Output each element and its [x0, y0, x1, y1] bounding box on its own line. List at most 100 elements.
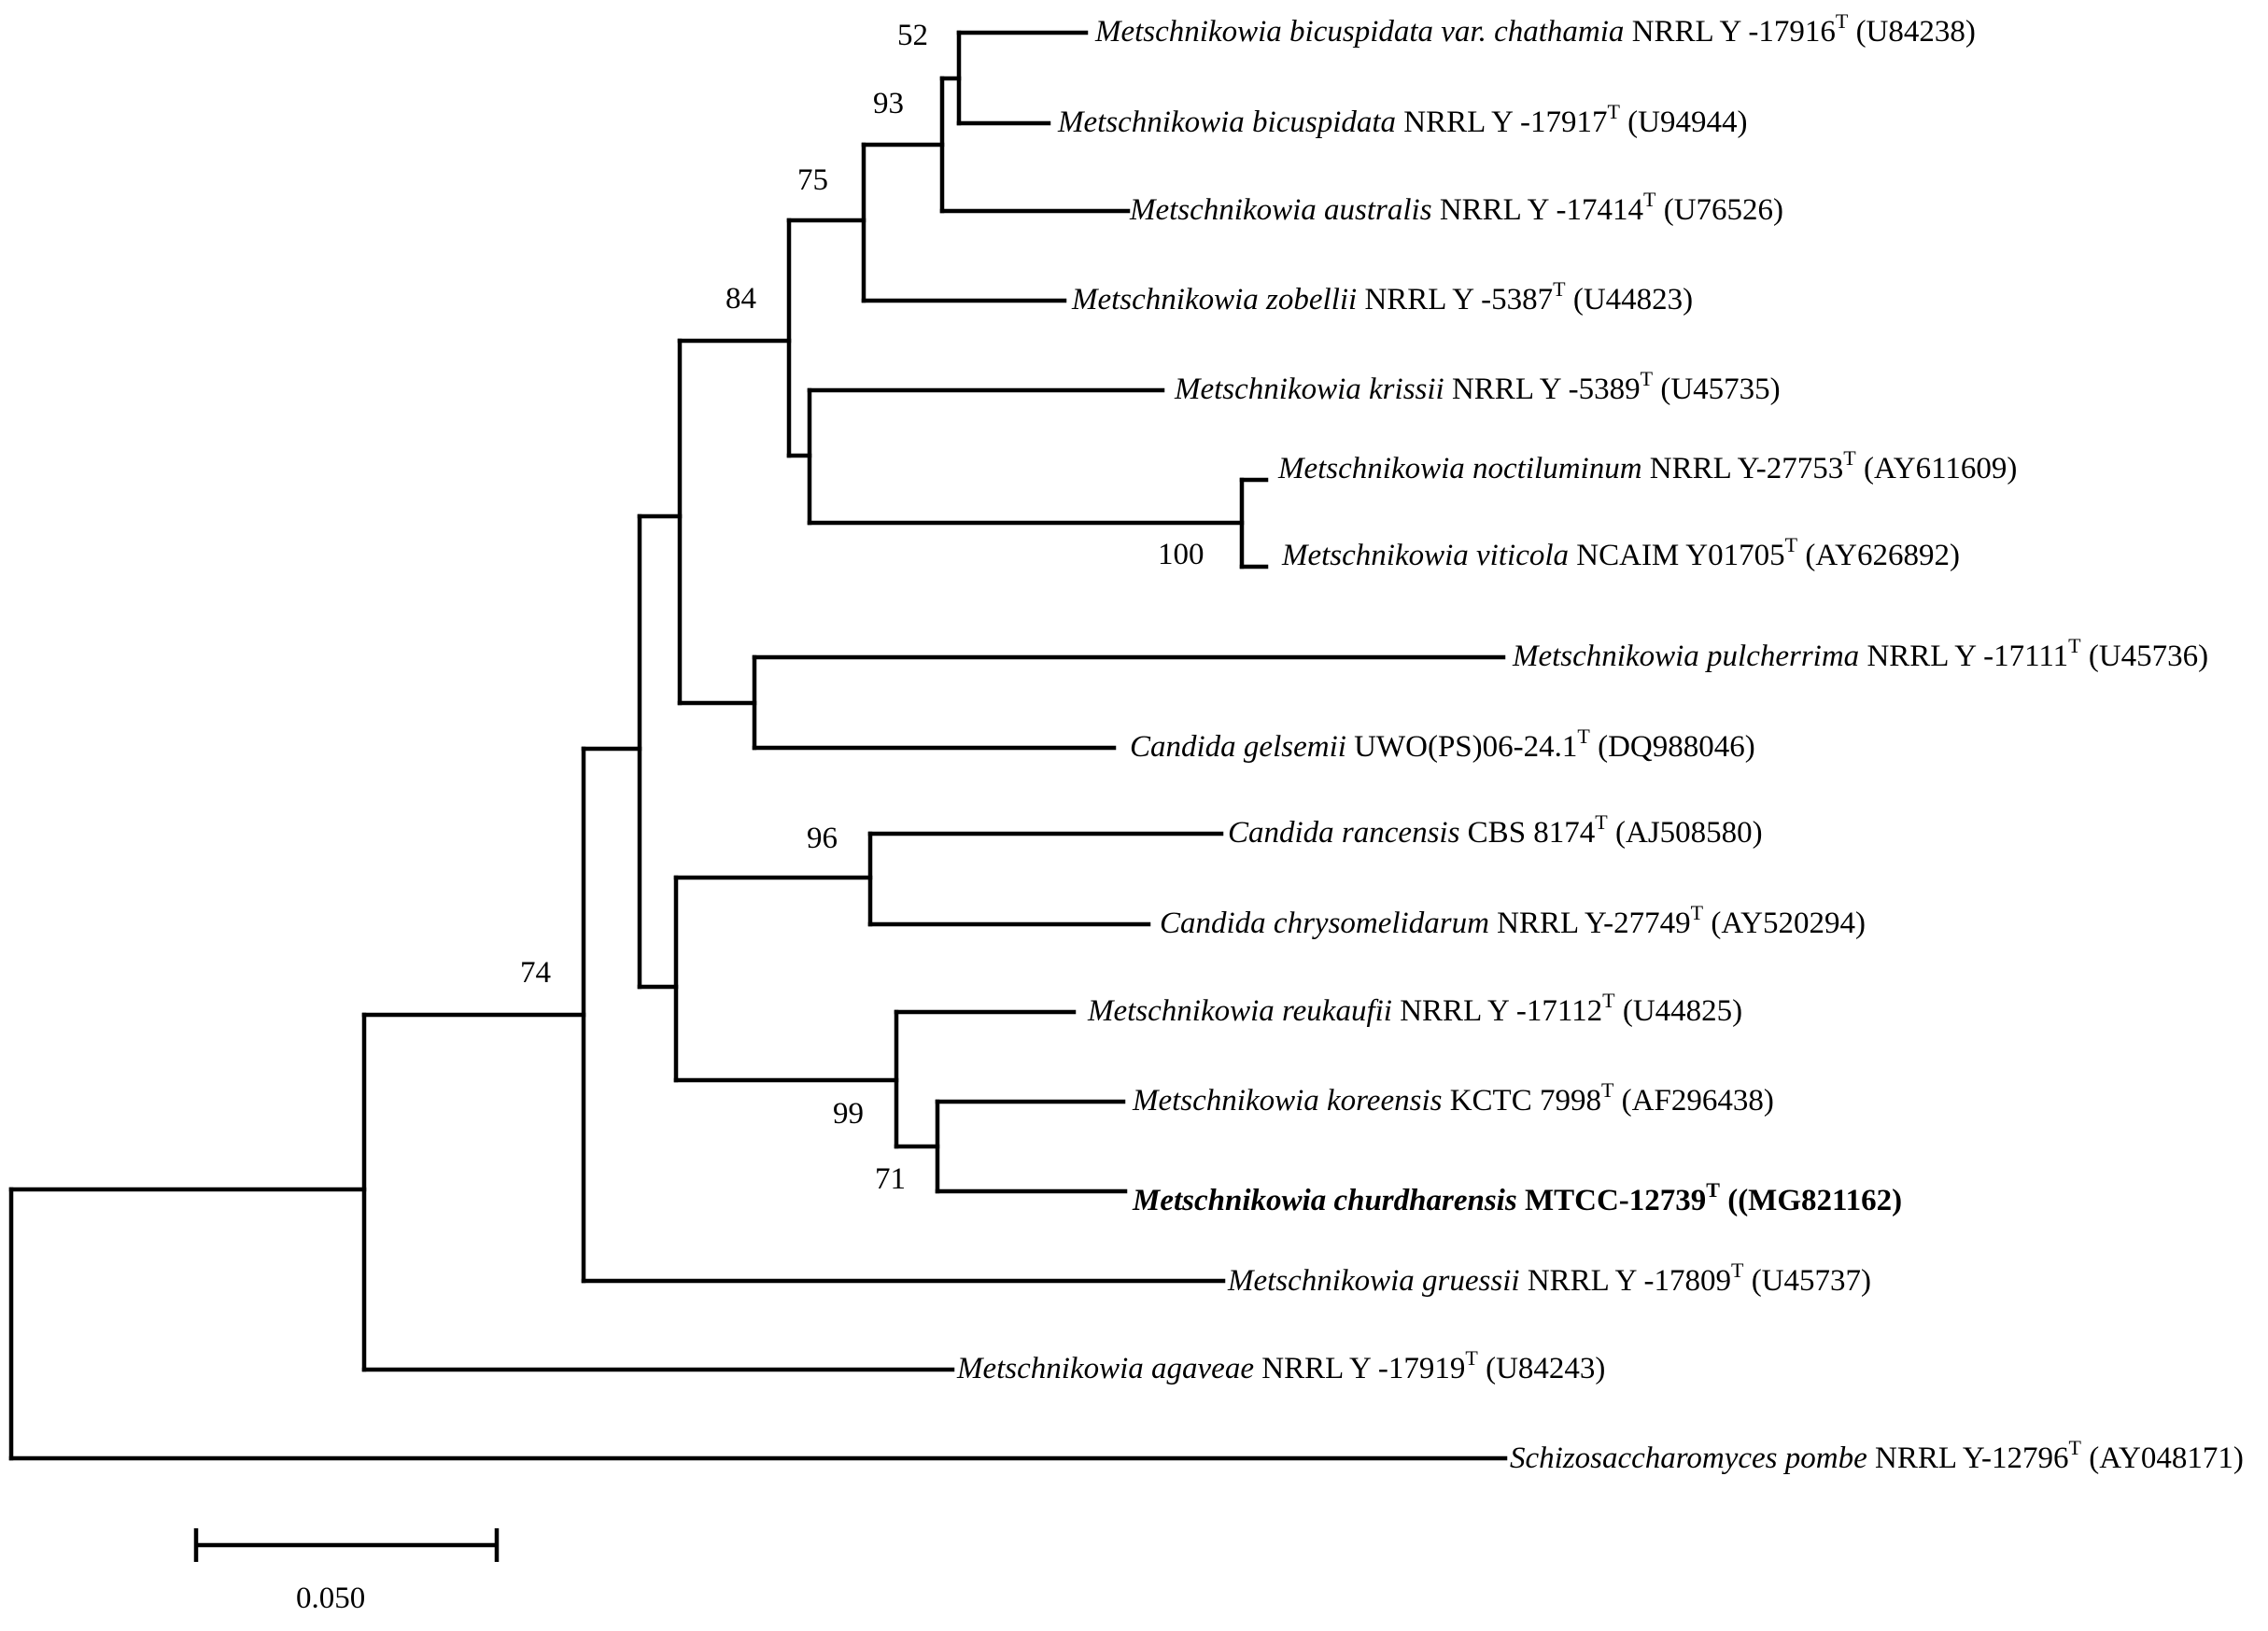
taxon-accession: (U94944) [1620, 105, 1748, 139]
taxon-label-t16: Metschnikowia agaveae NRRL Y -17919T (U8… [956, 1346, 1605, 1385]
taxon-strain: NRRL Y -17111 [1867, 640, 2068, 673]
taxon-label-t14: Metschnikowia churdharensis MTCC-12739T … [1132, 1178, 1902, 1217]
taxon-accession: (U84243) [1478, 1352, 1606, 1385]
scale-bar-label: 0.050 [296, 1582, 365, 1615]
taxon-species-name: Metschnikowia australis [1129, 193, 1440, 227]
taxon-strain: CBS 8174 [1468, 816, 1596, 850]
scale-bar-line [193, 1528, 500, 1562]
taxon-strain: NRRL Y-12796 [1875, 1441, 2068, 1475]
taxon-label-t11: Candida chrysomelidarum NRRL Y-27749T (A… [1160, 901, 1866, 940]
taxon-strain: NRRL Y -17809 [1528, 1264, 1731, 1298]
type-strain-mark: T [2068, 634, 2081, 657]
type-strain-mark: T [1836, 9, 1849, 33]
taxon-species-name: Metschnikowia noctiluminum [1277, 452, 1650, 485]
taxon-accession: (U76526) [1655, 193, 1783, 227]
taxon-species-name: Metschnikowia churdharensis [1132, 1184, 1525, 1217]
taxon-species-name: Candida rancensis [1228, 816, 1468, 850]
taxon-label-t9: Candida gelsemii UWO(PS)06-24.1T (DQ9880… [1130, 724, 1755, 764]
type-strain-mark: T [1595, 810, 1608, 834]
tree-branches [8, 30, 1508, 1461]
taxon-accession: ((MG821162) [1720, 1184, 1902, 1217]
taxon-accession: (U44825) [1615, 994, 1743, 1028]
bootstrap-labels: 52 93 75 84 100 96 99 71 74 [520, 19, 1204, 1196]
type-strain-mark: T [1465, 1346, 1478, 1370]
taxon-accession: (AY520294) [1703, 907, 1866, 940]
type-strain-mark: T [1602, 989, 1615, 1012]
taxon-label-t4: Metschnikowia zobellii NRRL Y -5387T (U4… [1071, 277, 1693, 316]
taxon-species-name: Metschnikowia bicuspidata [1057, 105, 1403, 139]
taxon-label-t7: Metschnikowia viticola NCAIM Y01705T (AY… [1281, 533, 1960, 572]
taxon-accession: (AY048171) [2081, 1441, 2244, 1475]
taxon-strain: NCAIM Y01705 [1576, 539, 1784, 572]
taxon-strain: NRRL Y-27753 [1650, 452, 1843, 485]
taxon-species-name: Metschnikowia koreensis [1132, 1084, 1450, 1118]
taxon-strain: NRRL Y -17916 [1632, 15, 1836, 49]
taxon-strain: NRRL Y-27749 [1497, 907, 1690, 940]
taxon-species-name: Metschnikowia zobellii [1071, 283, 1364, 316]
taxon-strain: KCTC 7998 [1450, 1084, 1601, 1118]
bootstrap-label: 71 [875, 1162, 906, 1196]
taxon-species-name: Metschnikowia bicuspidata var. chathamia [1094, 15, 1632, 49]
taxon-species-name: Metschnikowia krissii [1174, 373, 1452, 406]
taxon-label-t17: Schizosaccharomyces pombe NRRL Y-12796T … [1510, 1436, 2244, 1475]
taxon-label-t15: Metschnikowia gruessii NRRL Y -17809T (U… [1227, 1258, 1871, 1298]
type-strain-mark: T [1601, 1078, 1614, 1102]
taxon-label-t8: Metschnikowia pulcherrima NRRL Y -17111T… [1512, 634, 2208, 673]
taxon-label-t6: Metschnikowia noctiluminum NRRL Y-27753T… [1277, 446, 2017, 485]
taxon-strain: MTCC-12739 [1525, 1184, 1706, 1217]
taxon-species-name: Metschnikowia gruessii [1227, 1264, 1528, 1298]
taxon-strain: NRRL Y -5387 [1364, 283, 1553, 316]
taxon-label-t1: Metschnikowia bicuspidata var. chathamia… [1094, 9, 1976, 49]
taxon-strain: NRRL Y -5389 [1452, 373, 1641, 406]
taxon-accession: (U45736) [2081, 640, 2209, 673]
taxon-accession: (U84238) [1848, 15, 1976, 49]
bootstrap-label: 74 [520, 956, 551, 990]
type-strain-mark: T [1607, 100, 1620, 123]
taxon-strain: NRRL Y -17414 [1440, 193, 1643, 227]
type-strain-mark: T [1553, 277, 1566, 301]
scale-bar: 0.050 [193, 1528, 500, 1615]
taxon-accession: (DQ988046) [1590, 730, 1755, 764]
taxon-accession: (U45737) [1743, 1264, 1871, 1298]
taxon-label-t2: Metschnikowia bicuspidata NRRL Y -17917T… [1057, 100, 1747, 139]
taxon-species-name: Metschnikowia viticola [1281, 539, 1576, 572]
taxon-strain: NRRL Y -17917 [1403, 105, 1607, 139]
taxon-accession: (AJ508580) [1608, 816, 1763, 850]
taxon-species-name: Schizosaccharomyces pombe [1510, 1441, 1875, 1475]
type-strain-mark: T [1731, 1258, 1744, 1282]
bootstrap-label: 93 [873, 87, 904, 120]
taxon-label-t3: Metschnikowia australis NRRL Y -17414T (… [1129, 188, 1783, 227]
taxon-label-t5: Metschnikowia krissii NRRL Y -5389T (U45… [1174, 367, 1781, 406]
taxon-species-name: Metschnikowia pulcherrima [1512, 640, 1867, 673]
bootstrap-label: 84 [725, 282, 756, 316]
taxon-strain: UWO(PS)06-24.1 [1354, 730, 1577, 764]
type-strain-mark: T [1577, 724, 1590, 748]
taxon-species-name: Candida gelsemii [1130, 730, 1354, 764]
bootstrap-label: 52 [897, 19, 928, 52]
taxon-accession: (U44823) [1566, 283, 1694, 316]
bootstrap-label: 96 [807, 822, 838, 855]
bootstrap-label: 100 [1158, 538, 1204, 571]
type-strain-mark: T [2069, 1436, 2082, 1459]
type-strain-mark: T [1643, 188, 1656, 211]
taxon-strain: NRRL Y -17919 [1261, 1352, 1465, 1385]
taxon-accession: (AY611609) [1856, 452, 2018, 485]
taxon-label-t13: Metschnikowia koreensis KCTC 7998T (AF29… [1132, 1078, 1774, 1118]
type-strain-mark: T [1706, 1178, 1720, 1202]
taxon-labels: Metschnikowia bicuspidata var. chathamia… [956, 9, 2244, 1475]
taxon-accession: (AY626892) [1797, 539, 1960, 572]
type-strain-mark: T [1691, 901, 1704, 924]
taxon-accession: (U45735) [1653, 373, 1781, 406]
bootstrap-label: 99 [833, 1097, 864, 1131]
type-strain-mark: T [1785, 533, 1798, 556]
type-strain-mark: T [1641, 367, 1654, 390]
taxon-species-name: Metschnikowia agaveae [956, 1352, 1261, 1385]
taxon-label-t12: Metschnikowia reukaufii NRRL Y -17112T (… [1087, 989, 1742, 1028]
taxon-species-name: Metschnikowia reukaufii [1087, 994, 1400, 1028]
taxon-species-name: Candida chrysomelidarum [1160, 907, 1497, 940]
bootstrap-label: 75 [797, 163, 828, 197]
taxon-label-t10: Candida rancensis CBS 8174T (AJ508580) [1228, 810, 1763, 850]
taxon-strain: NRRL Y -17112 [1400, 994, 1602, 1028]
taxon-accession: (AF296438) [1613, 1084, 1773, 1118]
